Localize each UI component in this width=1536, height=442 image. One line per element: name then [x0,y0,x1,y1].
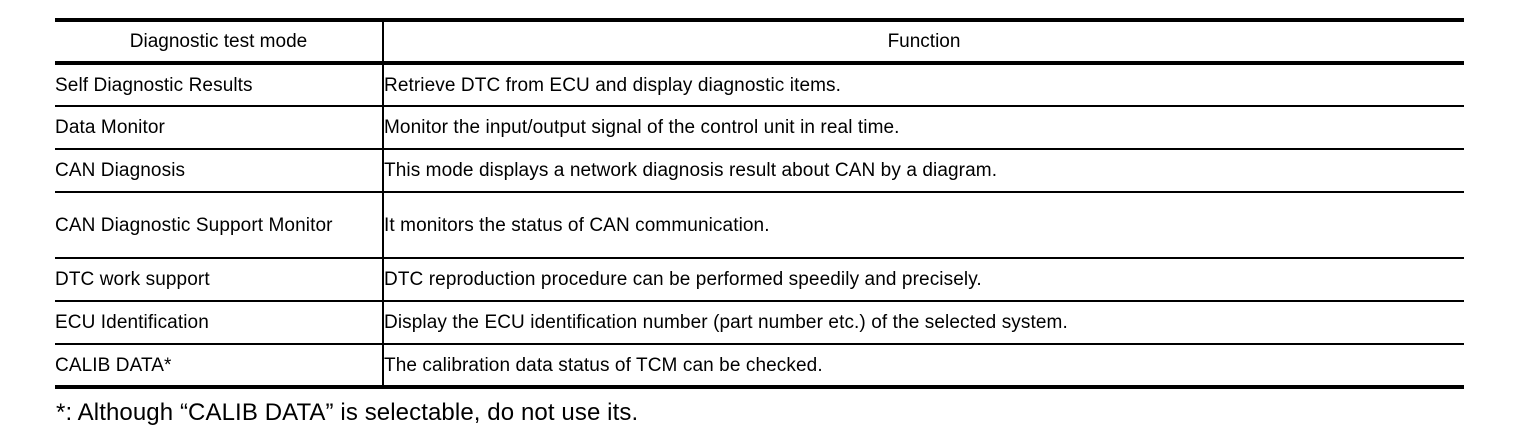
column-header-function: Function [383,18,1464,65]
cell-function: It monitors the status of CAN communicat… [383,192,1464,259]
cell-diagnostic-test-mode: CALIB DATA* [55,344,384,389]
table-row: DTC work support DTC reproduction proced… [55,258,1464,302]
cell-function: DTC reproduction procedure can be perfor… [383,258,1464,302]
table-row: Data Monitor Monitor the input/output si… [55,106,1464,150]
cell-diagnostic-test-mode: DTC work support [55,258,384,302]
cell-function: Monitor the input/output signal of the c… [383,106,1464,150]
table-header-row: Diagnostic test mode Function [55,18,1464,65]
table-body: Self Diagnostic Results Retrieve DTC fro… [55,63,1464,389]
cell-diagnostic-test-mode: CAN Diagnostic Support Monitor [55,192,384,259]
cell-function: The calibration data status of TCM can b… [383,344,1464,389]
cell-function: Retrieve DTC from ECU and display diagno… [383,63,1464,107]
cell-diagnostic-test-mode: Data Monitor [55,106,384,150]
table-row: CAN Diagnosis This mode displays a netwo… [55,149,1464,193]
table-row: ECU Identification Display the ECU ident… [55,301,1464,345]
cell-diagnostic-test-mode: ECU Identification [55,301,384,345]
table-row: CAN Diagnostic Support Monitor It monito… [55,192,1464,259]
cell-diagnostic-test-mode: Self Diagnostic Results [55,63,384,107]
cell-diagnostic-test-mode: CAN Diagnosis [55,149,384,193]
column-header-diagnostic-test-mode: Diagnostic test mode [55,18,384,65]
table-row: CALIB DATA* The calibration data status … [55,344,1464,389]
table-row: Self Diagnostic Results Retrieve DTC fro… [55,63,1464,107]
diagnostic-test-mode-table: Diagnostic test mode Function Self Diagn… [55,18,1464,389]
diagnostic-test-mode-table-container: Diagnostic test mode Function Self Diagn… [55,18,1464,389]
cell-function: This mode displays a network diagnosis r… [383,149,1464,193]
table-footnote: *: Although “CALIB DATA” is selectable, … [56,399,639,426]
table-header: Diagnostic test mode Function [55,18,1464,65]
cell-function: Display the ECU identification number (p… [383,301,1464,345]
